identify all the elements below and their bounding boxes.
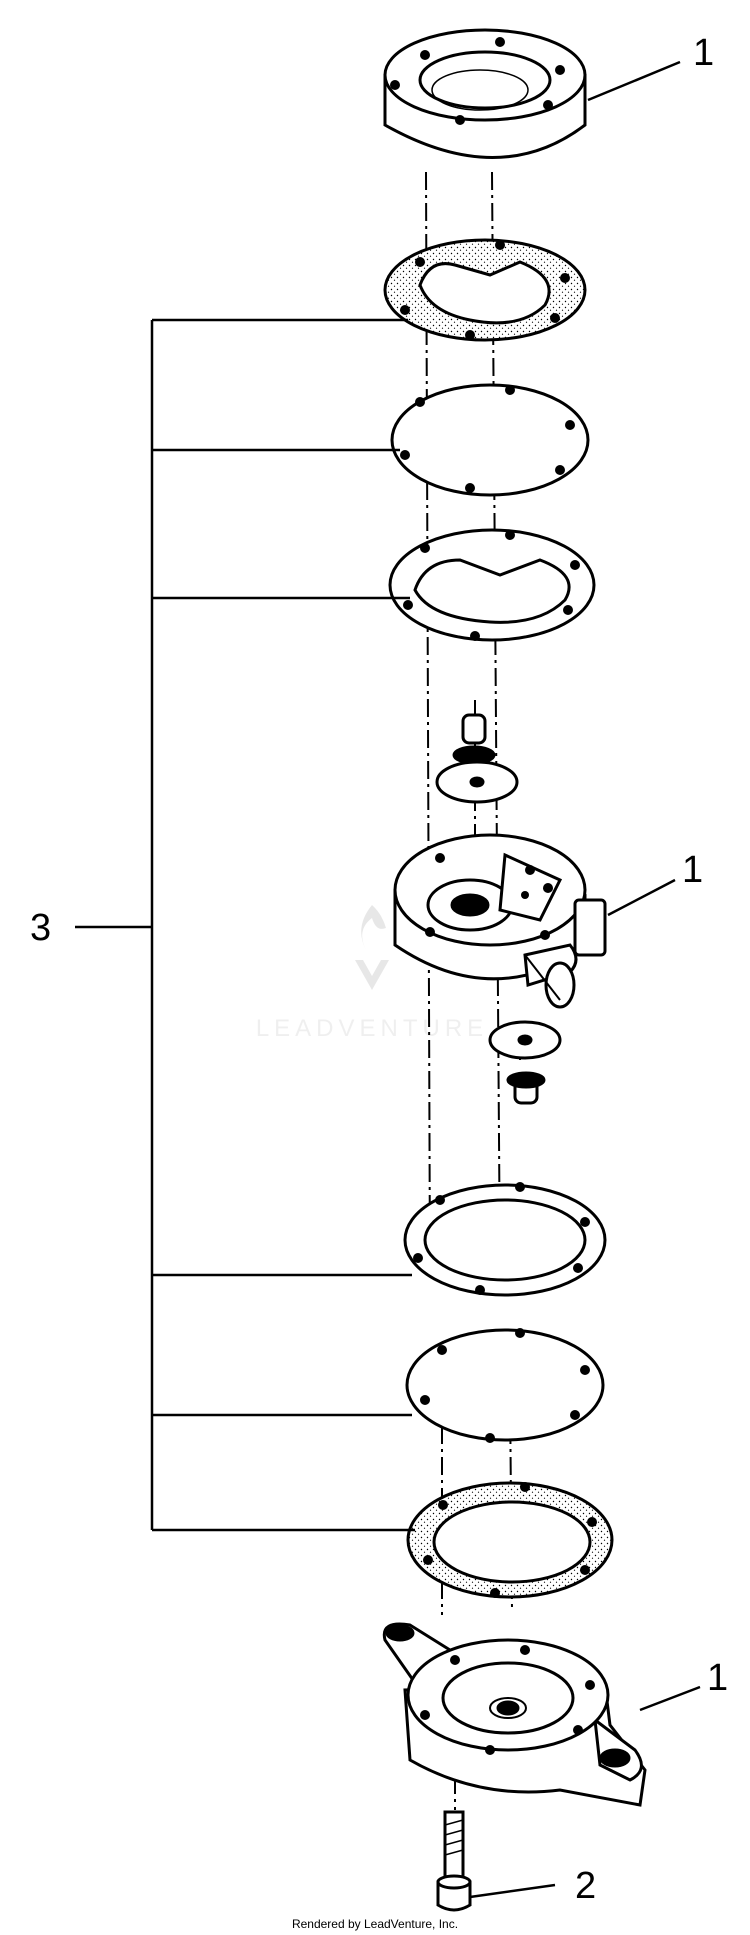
callout-top-housing: 1: [693, 32, 714, 74]
check-valve-upper: [435, 713, 519, 804]
bottom-housing-part: [382, 1622, 647, 1807]
leader-lines: [75, 60, 701, 1899]
diaphragm-top: [390, 383, 590, 497]
callout-screw: 2: [575, 1865, 596, 1907]
gasket-bottom: [406, 1481, 614, 1599]
diaphragm-bottom: [405, 1328, 605, 1443]
pump-body-part: [393, 833, 607, 1009]
gasket-upper-middle: [388, 528, 596, 642]
top-housing-part: [383, 28, 587, 159]
callout-bottom-housing: 1: [707, 1657, 728, 1699]
footer-credit: Rendered by LeadVenture, Inc.: [291, 1917, 459, 1931]
watermark: LEADVENTURE: [256, 905, 488, 1042]
gasket-lower-middle: [403, 1182, 607, 1297]
watermark-text: LEADVENTURE: [256, 1015, 488, 1042]
callout-kit: 3: [30, 907, 51, 949]
check-valve-lower: [488, 1020, 562, 1105]
callout-pump-body: 1: [682, 849, 703, 891]
screw-part: [436, 1810, 472, 1912]
gasket-top: [383, 238, 587, 342]
